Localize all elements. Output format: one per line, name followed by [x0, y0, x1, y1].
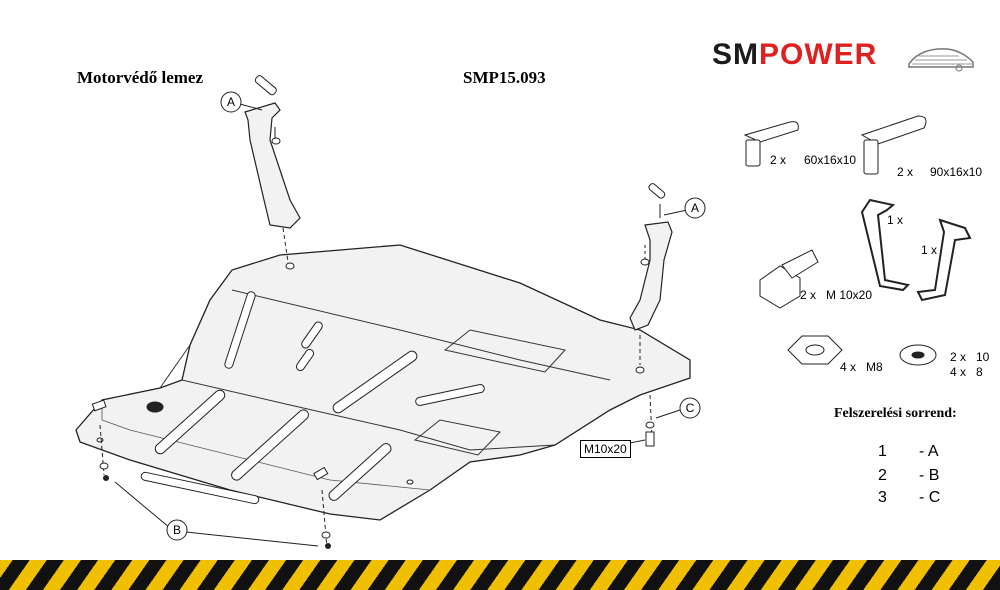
right-bracket: [629, 221, 673, 331]
callout-a-right: A: [690, 201, 699, 215]
part-qty-1: 2 x: [770, 153, 787, 167]
logo-text-power: POWER: [759, 38, 878, 71]
part-qty-4: 1 x: [921, 243, 938, 257]
bolt-icon: [759, 249, 819, 309]
bolt-tag: M10x20: [580, 440, 631, 458]
smpower-logo: SMPOWER: [712, 38, 974, 78]
bracket-pin-short-icon: [743, 121, 799, 167]
callout-c: C: [685, 401, 695, 415]
left-bracket: [244, 102, 301, 229]
sequence-step-3-letter: - C: [919, 489, 941, 506]
skid-plate-diagram: [75, 75, 706, 549]
part-qty-6: 4 x: [840, 360, 857, 374]
sequence-step-2-num: 2: [878, 467, 887, 484]
part-qty-7: 2 x: [950, 350, 967, 364]
washer-icon: [899, 344, 937, 366]
z-bracket-long-icon: [860, 198, 911, 292]
part-size-6: M8: [866, 360, 883, 374]
callout-a-left: A: [226, 95, 235, 109]
hazard-stripe: [0, 560, 1000, 590]
part-qty-5: 2 x: [800, 288, 817, 302]
parts-icons: [743, 115, 972, 366]
callout-b: B: [172, 523, 181, 537]
sequence-title: Felszerelési sorrend:: [834, 406, 957, 421]
part-qty-2: 2 x: [897, 165, 914, 179]
part-size-7: 10: [976, 350, 990, 364]
z-bracket-short-icon: [916, 218, 972, 302]
sequence-step-3-num: 3: [878, 489, 887, 506]
nut-icon: [787, 335, 843, 365]
part-qty-3: 1 x: [887, 213, 904, 227]
car-silhouette-icon: [908, 48, 974, 72]
sequence-step-2-letter: - B: [919, 467, 940, 484]
part-size-8: 8: [976, 365, 983, 379]
logo-text-sm: SM: [712, 38, 759, 71]
part-qty-8: 4 x: [950, 365, 967, 379]
part-size-1: 60x16x10: [804, 153, 857, 167]
part-number: SMP15.093: [463, 68, 546, 87]
part-size-5: M 10x20: [826, 288, 873, 302]
bracket-pin-long-icon: [860, 115, 927, 175]
part-size-2: 90x16x10: [930, 165, 983, 179]
sequence-step-1-num: 1: [878, 443, 887, 460]
page-title: Motorvédő lemez: [77, 68, 204, 87]
sequence-step-1-letter: - A: [919, 443, 939, 460]
